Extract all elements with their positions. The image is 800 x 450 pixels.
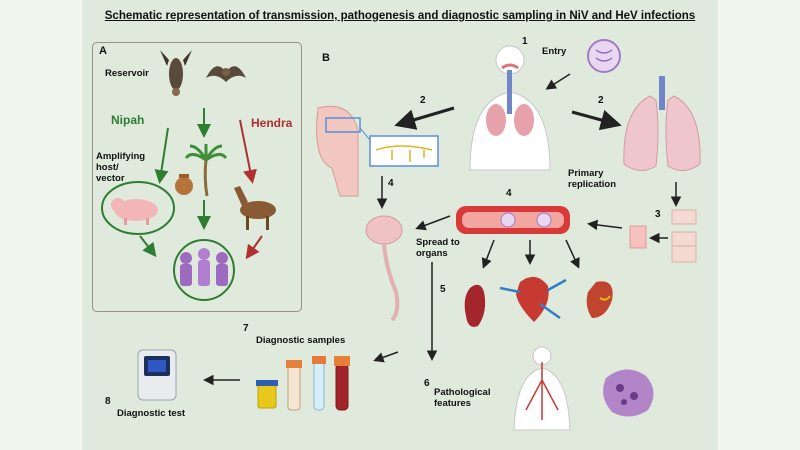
reservoir-label: Reservoir (105, 68, 149, 79)
diagnostic-machine-icon (137, 349, 177, 401)
sample-tubes-icon (256, 356, 350, 411)
diagnostic-test-label: Diagnostic test (117, 408, 186, 419)
step-4-number-left: 4 (388, 178, 394, 189)
amplifying-line-2: host/ (96, 161, 119, 173)
arrow-to-blood (587, 219, 623, 231)
people-group-icon (173, 239, 235, 301)
arrow-to-pig (154, 127, 169, 184)
arrow-to-horse (239, 119, 257, 184)
arrow-to-lungs (571, 109, 622, 131)
step-1-label: Entry (542, 46, 567, 57)
amplifying-line-1: Amplifying (96, 151, 146, 162)
panel-a-label: A (99, 45, 107, 57)
bat-hanging-icon (160, 50, 192, 96)
arrow-blood-to-brain (415, 215, 451, 231)
spleen-icon (464, 284, 486, 327)
spread-to-organs-label: Spread to organs (416, 237, 460, 260)
step-3-number: 3 (655, 209, 661, 220)
arrow-to-samples (373, 351, 399, 363)
primary-replication-label: Primary replication (568, 168, 617, 191)
arrow-horse-to-people (245, 235, 263, 260)
panel-b-label: B (322, 52, 330, 64)
vascular-body-icon (513, 346, 571, 431)
spread-line-2: organs (416, 247, 448, 259)
diagnostic-samples-label: Diagnostic samples (256, 335, 346, 346)
step-2-number-left: 2 (420, 95, 426, 106)
spread-line-1: Spread to (416, 237, 460, 248)
human-torso-icon (469, 45, 551, 171)
syncytia-cell-icon (603, 369, 654, 417)
pig-icon (101, 181, 175, 235)
clay-pot-icon (175, 174, 193, 195)
amplifying-label: Amplifying host/ vector (96, 151, 146, 185)
step-5-number: 5 (440, 284, 446, 295)
epithelial-cells-icon (629, 209, 697, 263)
arrow-pig-to-people (139, 235, 157, 258)
nipah-label: Nipah (111, 113, 145, 127)
amplifying-line-3: vector (96, 172, 125, 184)
step-1-number: 1 (522, 36, 528, 47)
brain-icon (365, 215, 403, 322)
palm-tree-icon (184, 144, 228, 197)
arrow-virus-entry (545, 73, 571, 90)
hendra-label: Hendra (251, 116, 293, 130)
kidney-icon (586, 281, 613, 318)
figure-title: Schematic representation of transmission… (104, 10, 696, 22)
arrow-to-nasal (394, 106, 455, 130)
nasal-cavity-icon (316, 105, 439, 197)
horse-icon (234, 186, 276, 230)
step-7-number: 7 (243, 323, 249, 334)
pathological-line-2: features (434, 397, 471, 409)
primary-replication-line-2: replication (568, 178, 617, 190)
arrow-to-kidney (565, 239, 580, 269)
step-4-number-center: 4 (506, 188, 512, 199)
heart-icon (499, 276, 567, 322)
primary-replication-line-1: Primary (568, 168, 604, 179)
step-8-number: 8 (105, 396, 111, 407)
pathological-line-1: Pathological (434, 387, 491, 398)
pathological-features-label: Pathological features (434, 387, 491, 410)
blood-vessel-icon (456, 206, 570, 234)
bat-flying-icon (206, 66, 246, 82)
left-margin (0, 0, 82, 450)
virus-icon (587, 39, 621, 73)
arrow-to-spleen (481, 239, 495, 269)
step-6-number: 6 (424, 378, 430, 389)
panel-a-box (92, 42, 302, 312)
step-2-number-right: 2 (598, 95, 604, 106)
lungs-icon (623, 76, 701, 171)
right-margin (718, 0, 800, 450)
